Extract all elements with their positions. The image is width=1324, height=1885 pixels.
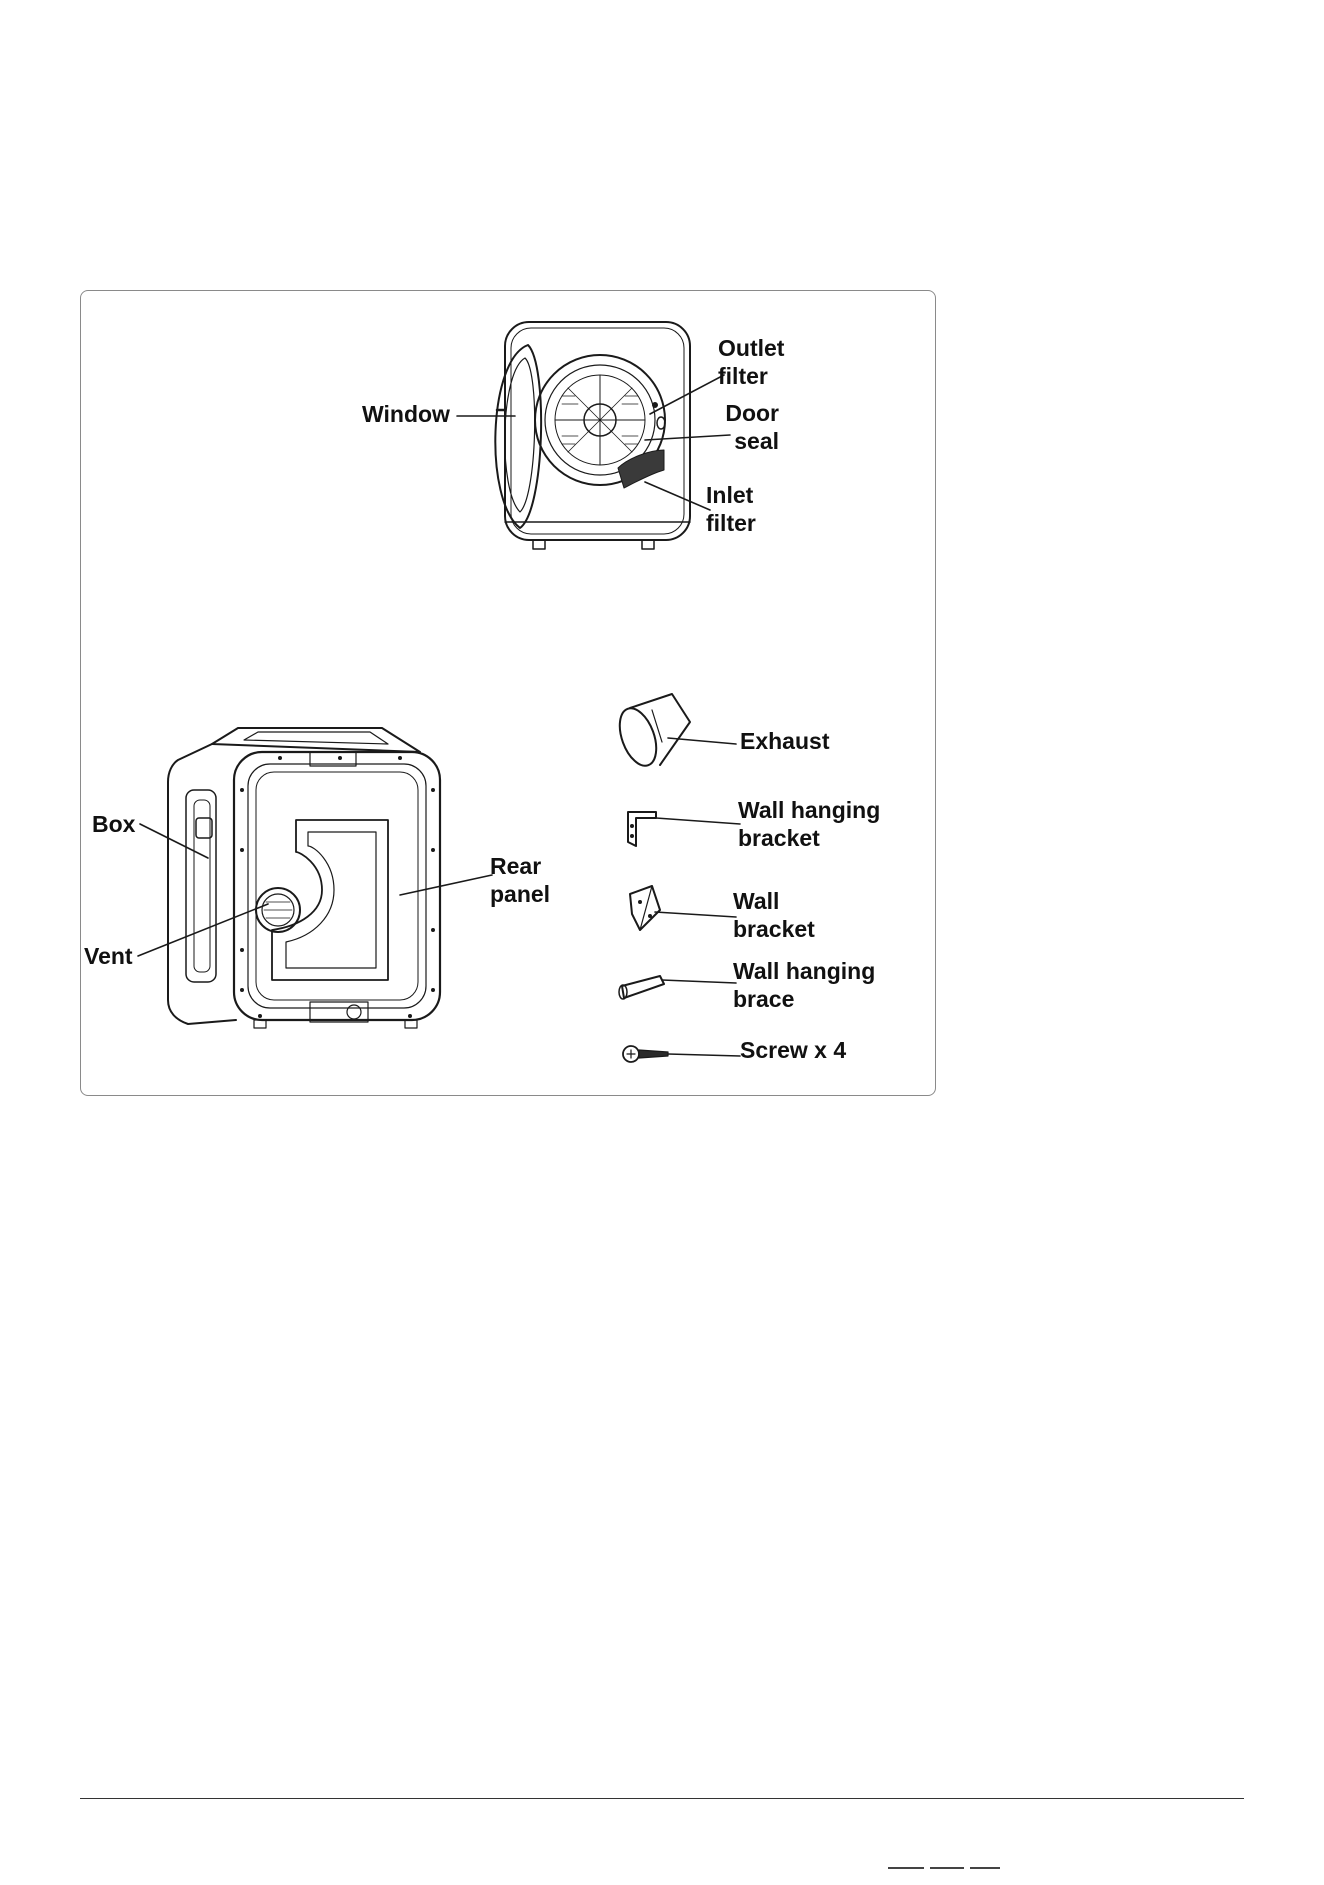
label-vent: Vent xyxy=(84,942,133,970)
footer-divider xyxy=(80,1798,1244,1799)
wall-bracket-illustration xyxy=(630,886,660,930)
label-wall-bracket: Wall bracket xyxy=(733,887,815,943)
label-exhaust: Exhaust xyxy=(740,727,829,755)
screw-illustration xyxy=(623,1046,668,1062)
accessory-leaders xyxy=(655,738,740,1056)
exhaust-illustration xyxy=(613,694,690,771)
dryer-front-illustration xyxy=(495,322,690,549)
label-outlet-filter: Outlet filter xyxy=(718,334,784,390)
dryer-rear-illustration xyxy=(168,728,440,1028)
label-screw: Screw x 4 xyxy=(740,1036,846,1064)
label-wall-hanging-bracket: Wall hanging bracket xyxy=(738,796,880,852)
wall-hanging-bracket-illustration xyxy=(628,812,656,846)
label-rear-panel: Rear panel xyxy=(490,852,550,908)
label-inlet-filter: Inlet filter xyxy=(706,481,756,537)
label-door-seal: Door seal xyxy=(724,399,779,455)
label-box: Box xyxy=(92,810,135,838)
footer-marks xyxy=(888,1867,1006,1871)
label-window: Window xyxy=(362,400,450,428)
label-wall-hanging-brace: Wall hanging brace xyxy=(733,957,875,1013)
wall-hanging-brace-illustration xyxy=(619,976,664,999)
